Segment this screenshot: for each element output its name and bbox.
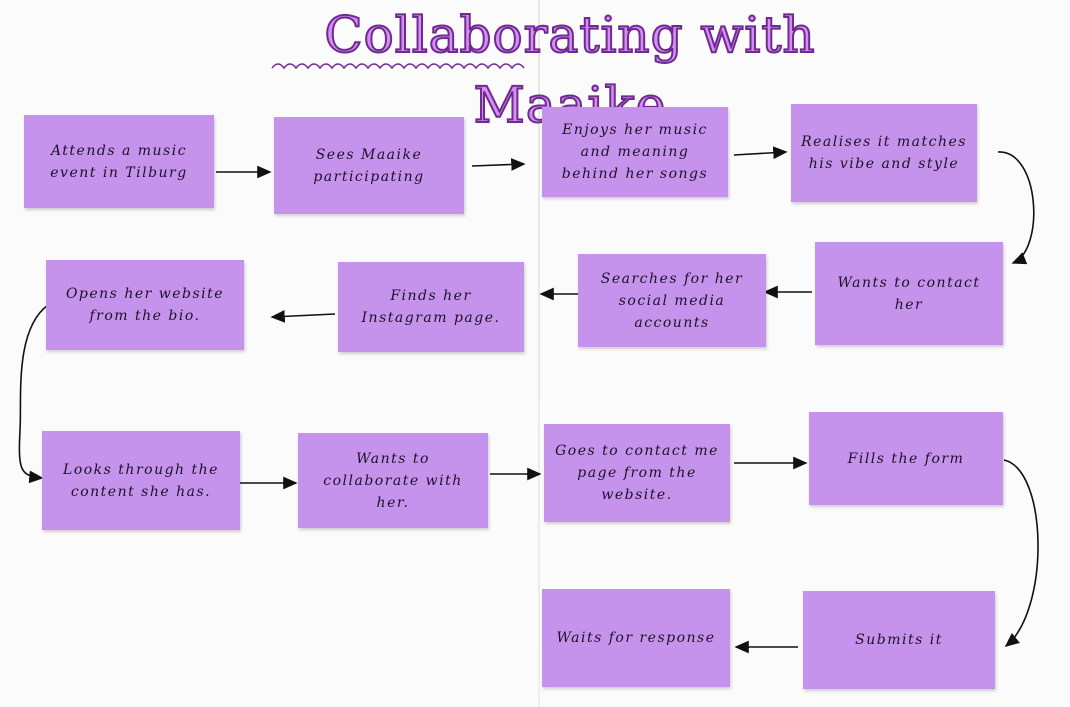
- note-wants-collaborate: Wants to collaborate with her.: [298, 433, 488, 528]
- note-sees-maaike: Sees Maaike participating: [274, 117, 464, 214]
- note-finds-instagram: Finds her Instagram page.: [338, 262, 524, 352]
- note-attends-event: Attends a music event in Tilburg: [24, 115, 214, 208]
- note-realises-match: Realises it matches his vibe and style: [791, 104, 977, 202]
- note-submits: Submits it: [803, 591, 995, 689]
- note-opens-website: Opens her website from the bio.: [46, 260, 244, 350]
- note-fills-form: Fills the form: [809, 412, 1003, 505]
- note-contact-page: Goes to contact me page from the website…: [544, 424, 730, 522]
- arrow-8-9: [18, 304, 49, 484]
- note-looks-through: Looks through the content she has.: [42, 431, 240, 530]
- arrow-12-13: [1003, 459, 1039, 648]
- arrow-2-3: [471, 158, 526, 171]
- arrow-7-8: [270, 309, 336, 323]
- arrow-3-4: [733, 146, 788, 160]
- note-searches-social: Searches for her social media accounts: [578, 254, 766, 347]
- note-waits-response: Waits for response: [542, 589, 730, 687]
- arrow-4-5: [997, 151, 1035, 265]
- paper-fold: [538, 0, 540, 707]
- title-underline: [271, 63, 525, 70]
- note-wants-contact: Wants to contact her: [815, 242, 1003, 345]
- note-enjoys-music: Enjoys her music and meaning behind her …: [542, 107, 728, 197]
